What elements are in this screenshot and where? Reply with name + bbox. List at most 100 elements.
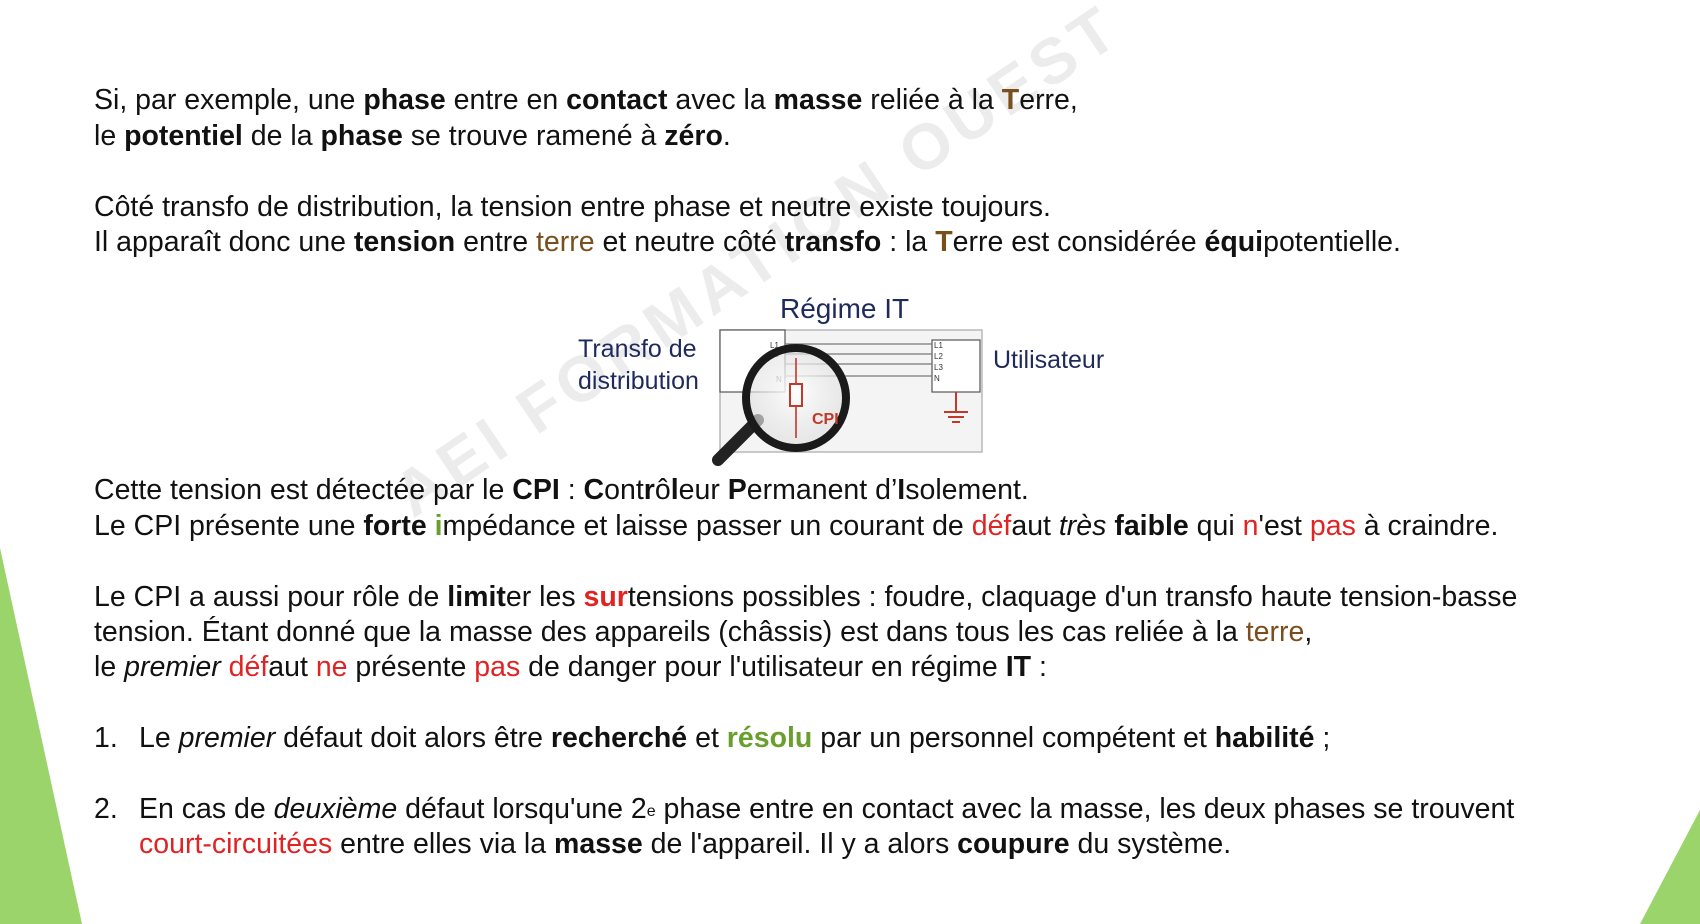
text-bold-green: résolu	[726, 722, 813, 754]
text: : la	[881, 226, 936, 258]
list-number: 1.	[94, 722, 118, 754]
text: le	[94, 651, 125, 683]
para1-line1: Si, par exemple, une phase entre en cont…	[94, 83, 1078, 119]
text-italic: très	[1058, 510, 1107, 542]
cpi-label: CPI	[812, 411, 839, 428]
text	[427, 510, 435, 542]
text: .	[722, 120, 731, 152]
text-bold-brown: T	[1001, 84, 1020, 116]
text-bold: potentiel	[124, 120, 243, 152]
text: et neutre côté	[594, 226, 785, 258]
list-item-2-line1: 2.En cas de deuxième défaut lorsqu'une 2…	[94, 792, 1514, 828]
list-item-1: 1.Le premier défaut doit alors être rech…	[94, 721, 1330, 757]
para3-line2: Le CPI présente une forte impédance et l…	[94, 509, 1498, 545]
diagram-user-label: Utilisateur	[993, 346, 1105, 374]
text: :	[1031, 651, 1047, 683]
text: ermanent d’	[746, 474, 898, 506]
text-bold: CPI	[512, 474, 560, 506]
diagram-source-label-2: distribution	[578, 367, 699, 395]
text-brown: terre	[1245, 616, 1305, 648]
text-bold: P	[727, 474, 747, 506]
text-bold: masse	[554, 828, 643, 860]
text: Il apparaît donc une	[94, 226, 354, 258]
text-bold: IT	[1005, 651, 1032, 683]
text-bold-red: sur	[583, 581, 628, 613]
list-item-2-line2: court-circuitées entre elles via la mass…	[139, 827, 1231, 863]
text-bold: équi	[1204, 226, 1264, 258]
user-line-label: L1	[934, 341, 943, 350]
text: aut	[1011, 510, 1059, 542]
text: :	[559, 474, 584, 506]
text: avec la	[667, 84, 774, 116]
it-regime-diagram: L1 L2 N L1 L2 L3 N CPI	[712, 329, 983, 466]
para1-line2: le potentiel de la phase se trouve ramen…	[94, 119, 731, 155]
text-bold: recherché	[550, 722, 688, 754]
text-bold: phase	[363, 84, 446, 116]
user-line-label: L3	[934, 363, 943, 372]
text: aut	[268, 651, 316, 683]
text: En cas de	[139, 793, 274, 825]
para3-line1: Cette tension est détectée par le CPI : …	[94, 473, 1029, 509]
text-red: n	[1242, 510, 1259, 542]
user-line-label: L2	[934, 352, 943, 361]
text-bold: faible	[1114, 510, 1189, 542]
text-bold: masse	[773, 84, 863, 116]
text: 'est	[1258, 510, 1310, 542]
text: erre est considérée	[952, 226, 1205, 258]
text-bold: phase	[320, 120, 403, 152]
text: tension. Étant donné que la masse des ap…	[94, 616, 1246, 648]
text-red: court-circuitées	[139, 828, 333, 860]
text: solement.	[905, 474, 1029, 506]
text: eur	[678, 474, 728, 506]
superscript: e	[646, 803, 656, 820]
para4-line3: le premier défaut ne présente pas de dan…	[94, 650, 1047, 686]
text-bold-brown: T	[935, 226, 953, 258]
para2-line1: Côté transfo de distribution, la tension…	[94, 191, 1051, 223]
text: Le CPI présente une	[94, 510, 364, 542]
text-red: déf	[971, 510, 1012, 542]
text-red: pas	[1309, 510, 1356, 542]
text: ,	[1304, 616, 1313, 648]
text: par un personnel compétent et	[812, 722, 1215, 754]
text: reliée à la	[862, 84, 1002, 116]
text-bold: r	[643, 474, 655, 506]
text: le	[94, 120, 125, 152]
user-ground-icon	[944, 392, 968, 423]
text: présente	[347, 651, 475, 683]
text-brown: terre	[536, 226, 595, 258]
text-bold: tension	[353, 226, 456, 258]
text-bold-green: i	[434, 510, 443, 542]
text: entre en	[445, 84, 567, 116]
text: entre	[455, 226, 536, 258]
text: ô	[654, 474, 671, 506]
text-bold: zéro	[664, 120, 723, 152]
text: de danger pour l'utilisateur en régime	[520, 651, 1006, 683]
text: Si, par exemple, une	[94, 84, 364, 116]
text: tensions possibles : foudre, claquage d'…	[627, 581, 1518, 613]
text: erre,	[1019, 84, 1078, 116]
text: défaut lorsqu'une 2	[397, 793, 647, 825]
text: Le	[139, 722, 179, 754]
text: mpédance et laisse passer un courant de	[442, 510, 972, 542]
text-bold: transfo	[784, 226, 882, 258]
text-bold: coupure	[957, 828, 1070, 860]
text: se trouve ramené à	[402, 120, 665, 152]
text-red: pas	[474, 651, 521, 683]
text-red: déf	[228, 651, 269, 683]
text: ont	[604, 474, 644, 506]
text-red: ne	[315, 651, 348, 683]
text: et	[687, 722, 727, 754]
text-bold: contact	[566, 84, 668, 116]
text: de la	[242, 120, 321, 152]
text: Le CPI a aussi pour rôle de	[94, 581, 448, 613]
text: potentielle.	[1263, 226, 1401, 258]
para2-line2: Il apparaît donc une tension entre terre…	[94, 225, 1401, 261]
text: qui	[1188, 510, 1243, 542]
text-bold: I	[897, 474, 906, 506]
para4-line1: Le CPI a aussi pour rôle de limiter les …	[94, 580, 1517, 616]
right-green-triangle	[1640, 810, 1700, 924]
text-bold: limit	[447, 581, 506, 613]
magnifier-icon	[742, 344, 850, 452]
